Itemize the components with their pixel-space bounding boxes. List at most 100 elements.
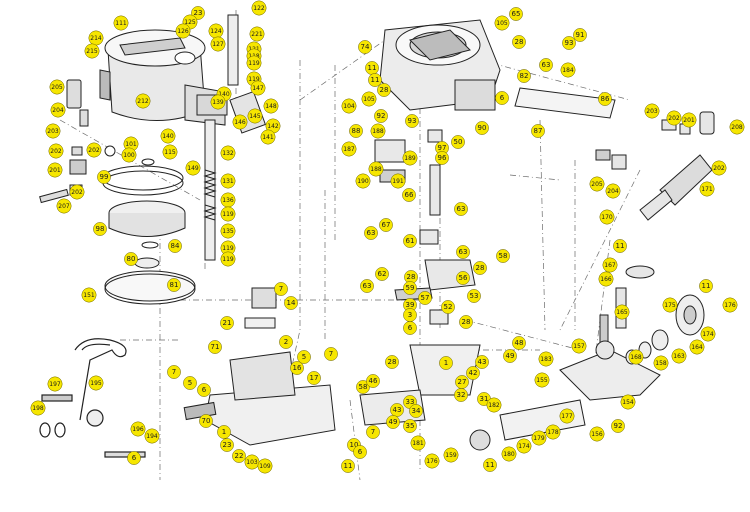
callout-number: 1 — [222, 428, 226, 436]
callout-badge — [257, 458, 273, 474]
callout-badge — [598, 271, 614, 287]
callout-number: 5 — [188, 379, 192, 387]
callout-50: 50 — [451, 135, 465, 149]
callout-205: 205 — [49, 79, 65, 95]
callout-number: 164 — [691, 344, 703, 351]
callout-188: 188 — [368, 161, 384, 177]
callout-badge — [88, 375, 104, 391]
callout-badge — [402, 188, 416, 202]
callout-number: 28 — [476, 264, 485, 272]
callout-badge — [711, 160, 727, 176]
callout-number: 96 — [438, 154, 447, 162]
callout-105: 105 — [361, 91, 377, 107]
callout-badge — [185, 160, 201, 176]
callout-28: 28 — [512, 35, 526, 49]
callout-number: 34 — [412, 407, 421, 415]
callout-203: 203 — [644, 103, 660, 119]
callout-number: 2 — [284, 338, 288, 346]
callout-number: 87 — [534, 127, 543, 135]
callout-badge — [699, 181, 715, 197]
callout-number: 215 — [86, 48, 98, 55]
callout-90: 90 — [475, 121, 489, 135]
callout-number: 147 — [252, 85, 264, 92]
callout-6: 6 — [197, 383, 211, 397]
callout-number: 11 — [344, 462, 353, 470]
callout-badge — [81, 287, 97, 303]
callout-number: 154 — [622, 399, 634, 406]
callout-155: 155 — [534, 372, 550, 388]
callout-badge — [167, 365, 181, 379]
callout-88: 88 — [349, 124, 363, 138]
callout-badge — [517, 69, 531, 83]
callout-171: 171 — [699, 181, 715, 197]
callout-119: 119 — [220, 251, 236, 267]
callout-badge — [374, 109, 388, 123]
callout-number: 1 — [444, 359, 448, 367]
callout-176: 176 — [424, 453, 440, 469]
callout-number: 205 — [591, 181, 603, 188]
callout-70: 70 — [199, 414, 213, 428]
callout-number: 141 — [262, 134, 274, 141]
callout-badge — [358, 40, 372, 54]
callout-number: 99 — [100, 173, 109, 181]
callout-badge — [284, 296, 298, 310]
callout-number: 179 — [533, 435, 545, 442]
callout-badge — [562, 36, 576, 50]
callout-48: 48 — [512, 336, 526, 350]
callout-number: 11 — [371, 76, 380, 84]
callout-number: 7 — [329, 350, 333, 358]
callout-number: 149 — [187, 165, 199, 172]
callout-number: 165 — [616, 309, 628, 316]
callout-number: 203 — [47, 128, 59, 135]
callout-number: 204 — [607, 188, 619, 195]
callout-badge — [509, 7, 523, 21]
callout-136: 136 — [220, 192, 236, 208]
callout-number: 136 — [222, 197, 234, 204]
callout-42: 42 — [466, 366, 480, 380]
callout-number: 56 — [459, 274, 468, 282]
callout-badge — [232, 114, 248, 130]
callout-49: 49 — [386, 415, 400, 429]
callout-badge — [355, 173, 371, 189]
callout-number: 174 — [702, 331, 714, 338]
callout-number: 135 — [222, 228, 234, 235]
callout-122: 122 — [251, 0, 267, 16]
callout-201: 201 — [47, 162, 63, 178]
callout-202: 202 — [666, 110, 682, 126]
callout-141: 141 — [260, 129, 276, 145]
callout-57: 57 — [418, 291, 432, 305]
callout-92: 92 — [374, 109, 388, 123]
callout-badge — [560, 62, 576, 78]
callout-187: 187 — [341, 141, 357, 157]
callout-badge — [341, 459, 355, 473]
callout-number: 132 — [222, 150, 234, 157]
callout-number: 33 — [406, 398, 415, 406]
callout-number: 65 — [512, 10, 521, 18]
callout-number: 27 — [458, 378, 467, 386]
spring-clip-part — [39, 338, 146, 458]
callout-number: 28 — [380, 86, 389, 94]
callout-number: 198 — [32, 405, 44, 412]
callout-badge — [473, 261, 487, 275]
callout-number: 105 — [363, 96, 375, 103]
callout-182: 182 — [486, 397, 502, 413]
callout-badge — [210, 36, 226, 52]
callout-badge — [403, 321, 417, 335]
callout-number: 6 — [500, 94, 505, 102]
callout-badge — [628, 349, 644, 365]
callout-badge — [516, 438, 532, 454]
callout-139: 139 — [210, 94, 226, 110]
callout-number: 156 — [591, 431, 603, 438]
callout-159: 159 — [443, 447, 459, 463]
callout-number: 22 — [235, 452, 244, 460]
callout-2: 2 — [279, 335, 293, 349]
callout-87: 87 — [531, 124, 545, 138]
callout-201: 201 — [681, 112, 697, 128]
callout-124: 124 — [208, 23, 224, 39]
callout-number: 140 — [218, 91, 230, 98]
callout-11: 11 — [483, 458, 497, 472]
callout-202: 202 — [86, 142, 102, 158]
callout-140: 140 — [160, 128, 176, 144]
callout-badge — [144, 428, 160, 444]
callout-number: 7 — [172, 368, 176, 376]
